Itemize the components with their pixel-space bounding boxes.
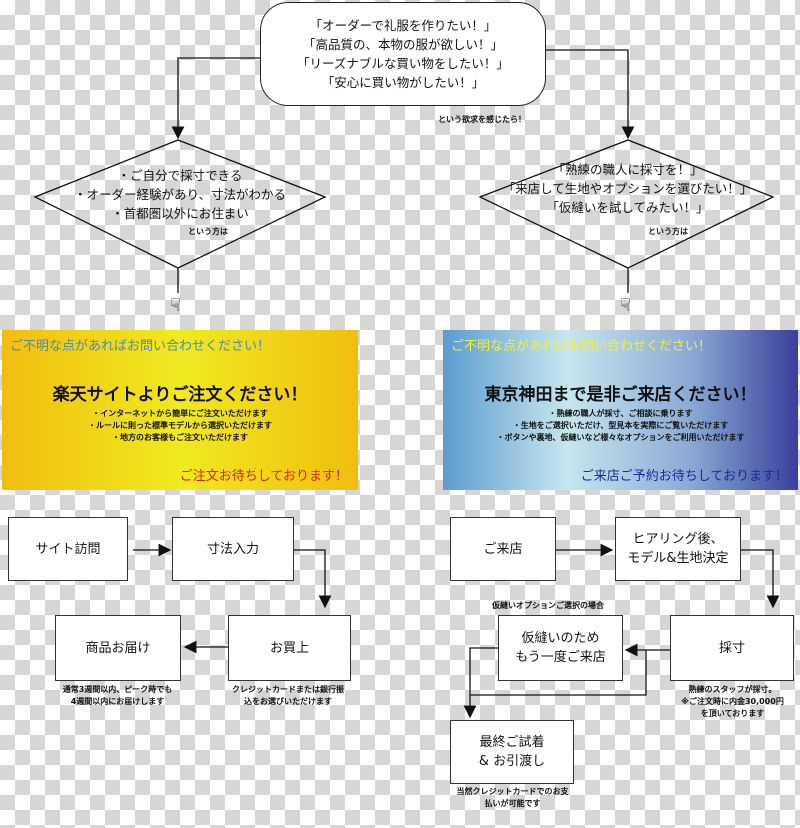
- bullet: ・ボタンや裏地、仮縫いなど様々なオプションをご利用いただけます: [496, 433, 745, 442]
- inquiry-text: ご不明な点があればお問い合わせください！: [451, 339, 712, 354]
- panel-bullets: ・インターネットから簡単にご注文いただけます ・ルールに則った標準モデルから選択…: [2, 408, 358, 444]
- bullet: ・ルールに則った標準モデルから選択いただけます: [88, 421, 272, 430]
- step-label: 最終ご試着: [479, 735, 545, 750]
- panel-headline: 楽天サイトよりご注文ください！: [52, 385, 308, 405]
- condition-line: ・首都圏以外にお住まい: [111, 206, 249, 221]
- desire-box: 「オーダーで礼服を作りたい！」 「高品質の、本物の服が欲しい！」 「リーズナブル…: [260, 2, 546, 106]
- desire-line: 「高品質の、本物の服が欲しい！」: [302, 37, 503, 52]
- note-line: クレジットカードまたは銀行振: [232, 685, 344, 694]
- bullet: ・生地をご選択いただけ、型見本を実際にご覧いただけます: [512, 421, 729, 430]
- fitting-caption: 仮縫いオプションご選択の場合: [492, 601, 604, 610]
- pointing-hand-icon: ☟: [170, 295, 181, 316]
- step-size-input: 寸法入力: [172, 517, 294, 581]
- bullet: ・地方のお客様もご注文いただけます: [112, 433, 248, 442]
- step-label: ご来店: [483, 541, 523, 557]
- bullet: ・熟練の職人が採寸、ご相談に乗ります: [548, 409, 693, 418]
- delivery-note: 通常3週間以内、ピーク時でも 4週間以内にお届けします: [45, 684, 190, 708]
- inquiry-text: ご不明な点があればお問い合わせください！: [10, 339, 271, 354]
- step-label: お買上: [269, 640, 309, 656]
- condition-line: 「仮縫いを試してみたい！」: [546, 200, 709, 215]
- condition-line: 「来店して生地やオプションを選びたい！」: [502, 181, 753, 196]
- right-diamond-text: 「熟練の職人に採寸を！」 「来店して生地やオプションを選びたい！」 「仮縫いを試…: [485, 160, 770, 217]
- pointing-hand-icon: ☟: [620, 295, 631, 316]
- step-label: 仮縫いのため: [521, 631, 600, 646]
- step-purchase: お買上: [228, 615, 351, 681]
- desire-caption: という欲求を感じたら！: [438, 115, 526, 124]
- left-diamond-caption: という方は: [188, 227, 228, 236]
- step-label: 採寸: [718, 640, 745, 656]
- panel-bullets: ・熟練の職人が採寸、ご相談に乗ります ・生地をご選択いただけ、型見本を実際にご覧…: [443, 408, 798, 444]
- step-fitting: 仮縫いのためもう一度ご来店: [498, 615, 623, 681]
- step-label: 寸法入力: [206, 541, 259, 557]
- note-line: 通常3週間以内、ピーク時でも: [62, 685, 173, 694]
- left-diamond-text: ・ご自分で採寸できる ・オーダー経験があり、寸法がわかる ・首都圏以外にお住まい: [40, 166, 320, 223]
- step-label: モデル&生地決定: [627, 551, 729, 566]
- panel-headline: 東京神田まで是非ご来店ください！: [484, 385, 757, 405]
- rakuten-order-panel: ご不明な点があればお問い合わせください！ 楽天サイトよりご注文ください！ ・イン…: [2, 330, 358, 490]
- step-label: サイト訪問: [35, 541, 101, 557]
- right-diamond-caption: という方は: [648, 227, 688, 236]
- step-site-visit: サイト訪問: [8, 517, 128, 581]
- purchase-note: クレジットカードまたは銀行振込をお選びいただけます: [218, 684, 358, 708]
- note-line: を頂いております: [700, 709, 765, 718]
- condition-line: ・ご自分で採寸できる: [117, 168, 243, 183]
- step-hearing: ヒアリング後、モデル&生地決定: [615, 517, 741, 581]
- closing-text: ご来店ご予約お待ちしております！: [580, 469, 788, 484]
- note-line: 4週間以内にお届けします: [70, 697, 165, 706]
- note-line: 払いが可能です: [484, 799, 541, 808]
- note-line: 込をお選びいただけます: [244, 697, 332, 706]
- step-store-visit: ご来店: [450, 517, 556, 581]
- note-line: ※ご注文時に内金30,000円: [681, 697, 784, 706]
- step-measure: 採寸: [670, 615, 794, 681]
- condition-line: 「熟練の職人に採寸を！」: [552, 162, 703, 177]
- step-label: ヒアリング後、: [632, 532, 724, 547]
- final-note: 当然クレジットカードでのお支払いが可能です: [440, 786, 585, 810]
- store-visit-panel: ご不明な点があればお問い合わせください！ 東京神田まで是非ご来店ください！ ・熟…: [443, 330, 798, 490]
- desire-line: 「オーダーで礼服を作りたい！」: [309, 18, 497, 33]
- note-line: 当然クレジットカードでのお支: [456, 787, 569, 796]
- step-label: & お引渡し: [478, 754, 546, 769]
- closing-text: ご注文お待ちしております！: [179, 469, 348, 484]
- desire-line: 「リーズナブルな買い物をしたい！」: [297, 56, 509, 71]
- bullet: ・インターネットから簡単にご注文いただけます: [92, 409, 268, 418]
- desire-line: 「安心に買い物がしたい！」: [321, 75, 485, 90]
- condition-line: ・オーダー経験があり、寸法がわかる: [73, 187, 286, 202]
- step-final-fitting: 最終ご試着 & お引渡し: [450, 720, 574, 784]
- step-delivery: 商品お届け: [55, 615, 181, 681]
- measure-note: 熟練のスタッフが採寸。 ※ご注文時に内金30,000円を頂いております: [665, 684, 800, 720]
- note-line: 熟練のスタッフが採寸。: [688, 685, 777, 694]
- step-label: もう一度ご来店: [515, 650, 606, 665]
- step-label: 商品お届け: [85, 640, 151, 656]
